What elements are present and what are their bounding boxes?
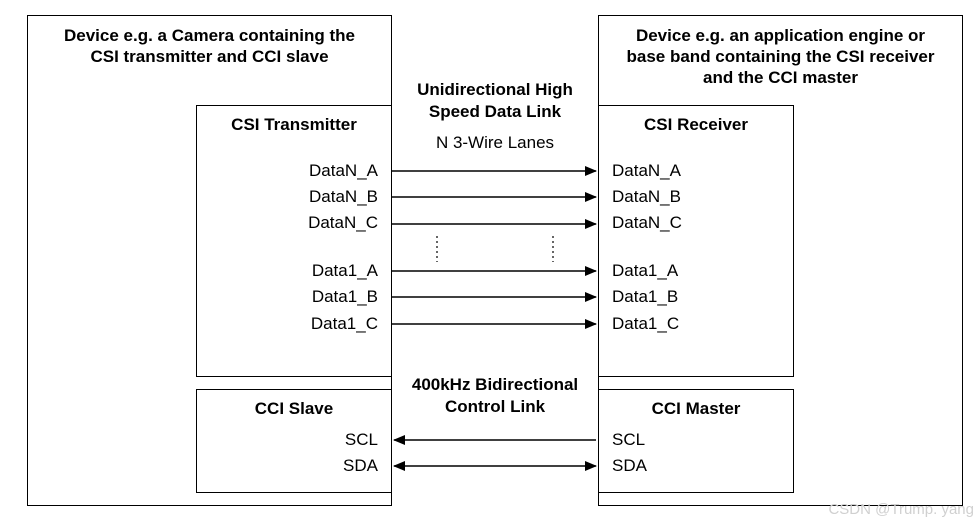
rx-signal-label: DataN_C (612, 213, 682, 232)
rx-signal-label: Data1_A (612, 261, 679, 280)
slave-sda-label: SDA (343, 456, 378, 475)
cci-master-box (598, 389, 794, 493)
watermark: CSDN @Trump. yang (828, 501, 974, 518)
tx-signal-label: DataN_B (309, 187, 378, 206)
right-device-title-3: and the CCI master (703, 68, 858, 87)
cci-slave-title: CCI Slave (254, 399, 334, 418)
tx-signal-label: DataN_C (308, 213, 378, 232)
tx-signal-label: Data1_A (311, 261, 378, 280)
left-device-title-2: CSI transmitter and CCI slave (90, 47, 329, 66)
rx-signal-label: Data1_B (612, 287, 679, 306)
rx-signal-label: DataN_B (612, 187, 681, 206)
left-device-title-1: Device e.g. a Camera containing the (64, 26, 355, 45)
cci-slave-box (196, 389, 392, 493)
tx-signal-label: Data1_C (310, 314, 378, 333)
csi-receiver-box (598, 105, 794, 377)
data-link-label-2: Speed Data Link (428, 102, 562, 121)
master-sda-label: SDA (612, 456, 647, 475)
data-link-label-1: Unidirectional High (417, 80, 573, 99)
control-link-label-1: 400kHz Bidirectional (411, 375, 579, 394)
right-device-title-1: Device e.g. an application engine or (635, 26, 926, 45)
tx-signal-label: Data1_B (311, 287, 378, 306)
rx-signal-label: Data1_C (612, 314, 680, 333)
csi-transmitter-title: CSI Transmitter (231, 115, 357, 134)
cci-master-title: CCI Master (651, 399, 741, 418)
csi-receiver-title: CSI Receiver (644, 115, 748, 134)
control-link-label-2: Control Link (444, 397, 546, 416)
slave-scl-label: SCL (344, 430, 378, 449)
tx-signal-label: DataN_A (309, 161, 378, 180)
right-device-title-2: base band containing the CSI receiver (626, 47, 935, 66)
master-scl-label: SCL (612, 430, 646, 449)
lanes-label: N 3-Wire Lanes (435, 133, 555, 152)
csi-transmitter-box (196, 105, 392, 377)
rx-signal-label: DataN_A (612, 161, 681, 180)
